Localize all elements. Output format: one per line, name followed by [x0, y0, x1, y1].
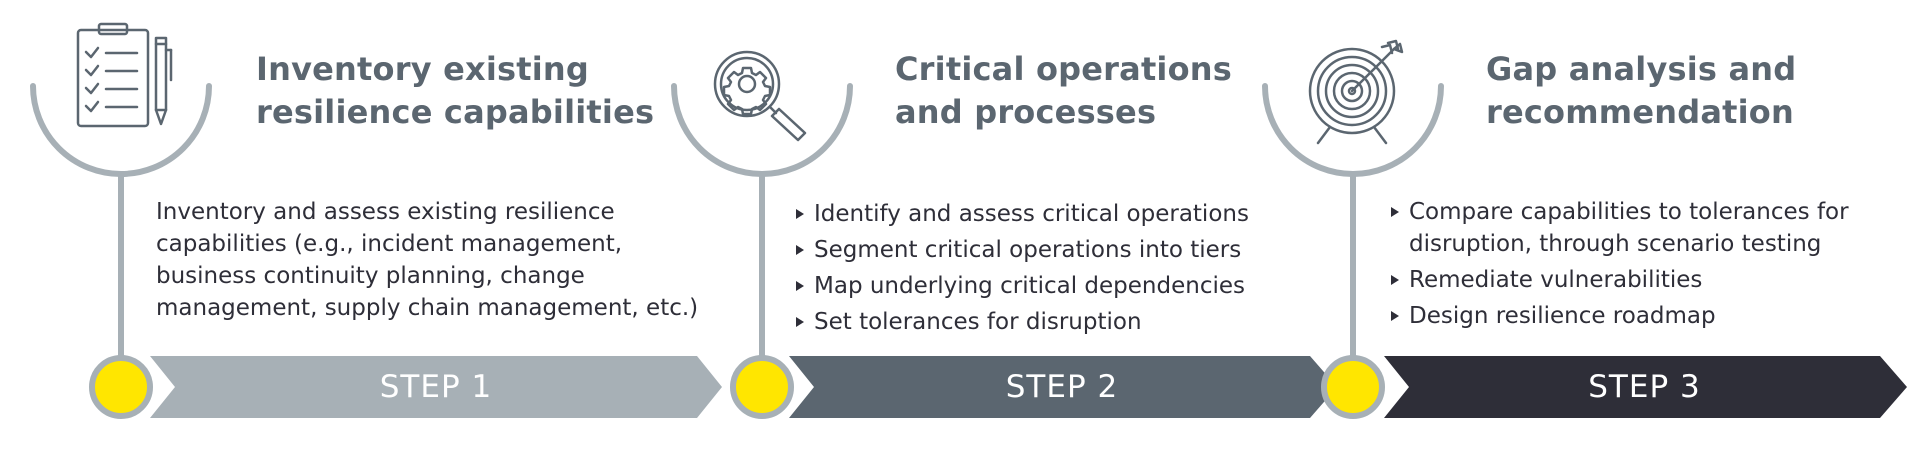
step-3-bullet-3-line-1: Design resilience roadmap: [1409, 303, 1716, 329]
step-1-title-line-2: resilience capabilities: [256, 93, 655, 131]
step-3-bullet-3: Design resilience roadmap: [1391, 300, 1849, 332]
step-2-label: STEP 2: [1005, 369, 1119, 405]
step-1-node: [89, 355, 153, 419]
step-2-bullet-4: Set tolerances for disruption: [796, 304, 1249, 340]
step-3-title-line-2: recommendation: [1486, 93, 1794, 131]
step-2-node: [730, 355, 794, 419]
step-3-title-line-1: Gap analysis and: [1486, 50, 1797, 88]
step-2-bullet-3: Map underlying critical dependencies: [796, 268, 1249, 304]
target-arrow-icon: [1308, 39, 1404, 145]
magnifying-glass-gear-icon: [713, 50, 807, 142]
step-3-arc-connector: [1262, 83, 1444, 177]
step-2-arc-connector: [671, 83, 853, 177]
step-1-description: Inventory and assess existing resilience…: [156, 196, 698, 324]
step-2-bullet-2: Segment critical operations into tiers: [796, 232, 1249, 268]
step-1-description-line-4: management, supply chain management, etc…: [156, 295, 699, 321]
step-1-description-line-3: business continuity planning, change: [156, 263, 585, 289]
step-3-bullet-2-line-1: Remediate vulnerabilities: [1409, 267, 1703, 293]
step-3-bullet-2: Remediate vulnerabilities: [1391, 264, 1849, 296]
checklist-clipboard-pen-icon: [76, 22, 173, 128]
step-3-bullet-1-line-1: Compare capabilities to tolerances for: [1409, 199, 1849, 225]
step-1-arc-connector: [30, 83, 212, 177]
step-2-title-line-1: Critical operations: [895, 50, 1233, 88]
step-3-node: [1321, 355, 1385, 419]
step-3-bullet-1-line-2: disruption, through scenario testing: [1409, 231, 1822, 257]
step-2-arrow: [789, 356, 1337, 418]
step-3-title: Gap analysis and recommendation: [1486, 48, 1796, 134]
step-3-bullet-list: Compare capabilities to tolerances for d…: [1391, 196, 1849, 332]
step-3-label: STEP 3: [1588, 369, 1701, 405]
step-2-title: Critical operations and processes: [895, 48, 1232, 134]
step-2-title-line-2: and processes: [895, 93, 1157, 131]
step-1-arrow: [150, 356, 722, 418]
step-1-label: STEP 1: [379, 369, 493, 405]
step-1-title: Inventory existing resilience capabiliti…: [256, 48, 654, 134]
step-2-bullet-list: Identify and assess critical operations …: [796, 196, 1249, 340]
step-1-title-line-1: Inventory existing: [256, 50, 590, 88]
step-3-arrow: [1384, 356, 1907, 418]
step-1-description-line-1: Inventory and assess existing resilience: [156, 199, 615, 225]
step-2-bullet-1: Identify and assess critical operations: [796, 196, 1249, 232]
step-3-bullet-1: Compare capabilities to tolerances for d…: [1391, 196, 1849, 260]
step-1-description-line-2: capabilities (e.g., incident management,: [156, 231, 623, 257]
